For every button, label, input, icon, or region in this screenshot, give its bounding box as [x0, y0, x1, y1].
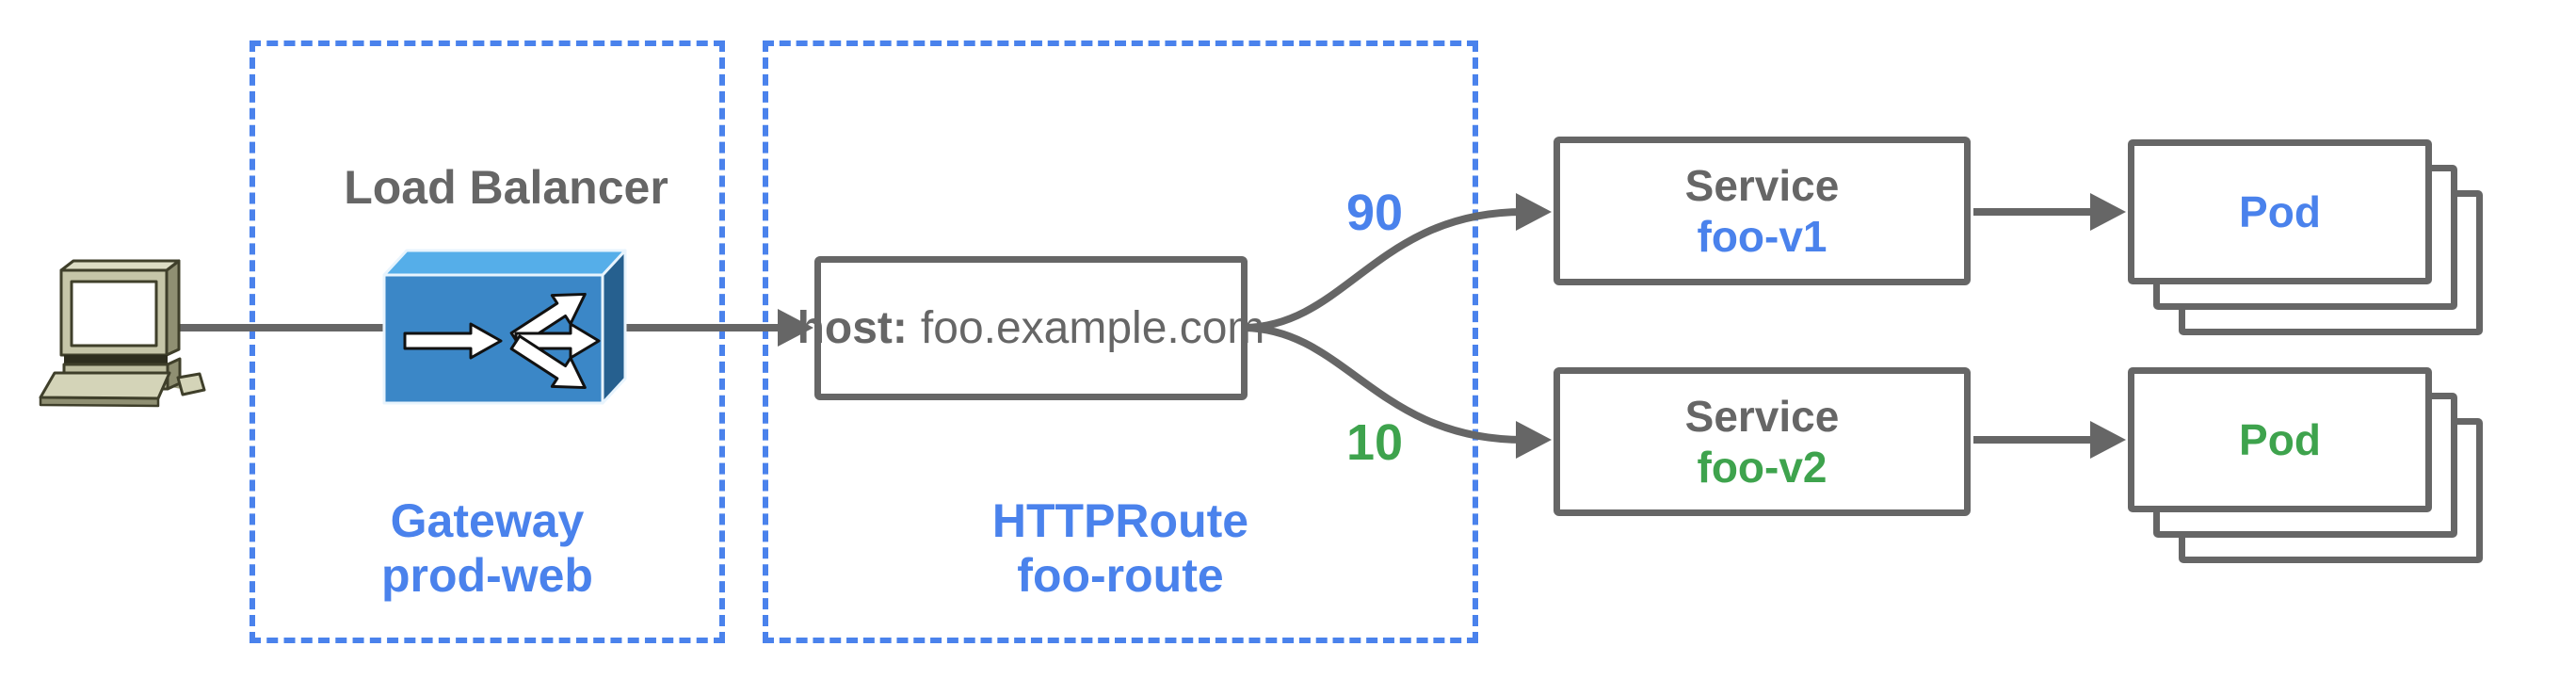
edge-route-to-service-v2	[1244, 324, 1552, 459]
httproute-host-box: host: foo.example.com	[797, 256, 1264, 400]
service-name: foo-v1	[1697, 212, 1827, 261]
httproute-group-label: HTTPRoute foo-route	[763, 493, 1478, 603]
httproute-group-box	[763, 40, 1478, 643]
pod-box: Pod	[2128, 139, 2432, 284]
gateway-label-kind: Gateway	[390, 494, 585, 547]
edge-route-to-service-v1	[1244, 193, 1552, 331]
edge-service-v2-to-pods	[1973, 421, 2126, 459]
host-value: foo.example.com	[920, 303, 1265, 353]
host-key-label: host:	[797, 303, 908, 353]
service-kind-label: Service	[1684, 392, 1840, 441]
gateway-group-box	[250, 40, 725, 643]
gateway-label-name: prod-web	[381, 549, 593, 602]
service-kind-label: Service	[1684, 161, 1840, 210]
desktop-computer-icon	[39, 259, 206, 408]
pod-box: Pod	[2128, 367, 2432, 512]
service-box-foo-v2: Service foo-v2	[1554, 367, 1971, 516]
service-name: foo-v2	[1697, 443, 1827, 492]
httproute-label-kind: HTTPRoute	[991, 494, 1249, 547]
load-balancer-icon	[382, 249, 627, 405]
pod-label: Pod	[2239, 187, 2321, 236]
service-box-foo-v1: Service foo-v1	[1554, 137, 1971, 285]
traffic-weight-top: 90	[1345, 185, 1404, 241]
gateway-group-label: Gateway prod-web	[250, 493, 725, 603]
load-balancer-title: Load Balancer	[344, 161, 668, 214]
edge-service-v1-to-pods	[1973, 193, 2126, 231]
pod-label: Pod	[2239, 415, 2321, 464]
edge-gateway-to-route	[618, 309, 813, 347]
httproute-label-name: foo-route	[1017, 549, 1224, 602]
traffic-weight-bottom: 10	[1345, 414, 1404, 471]
